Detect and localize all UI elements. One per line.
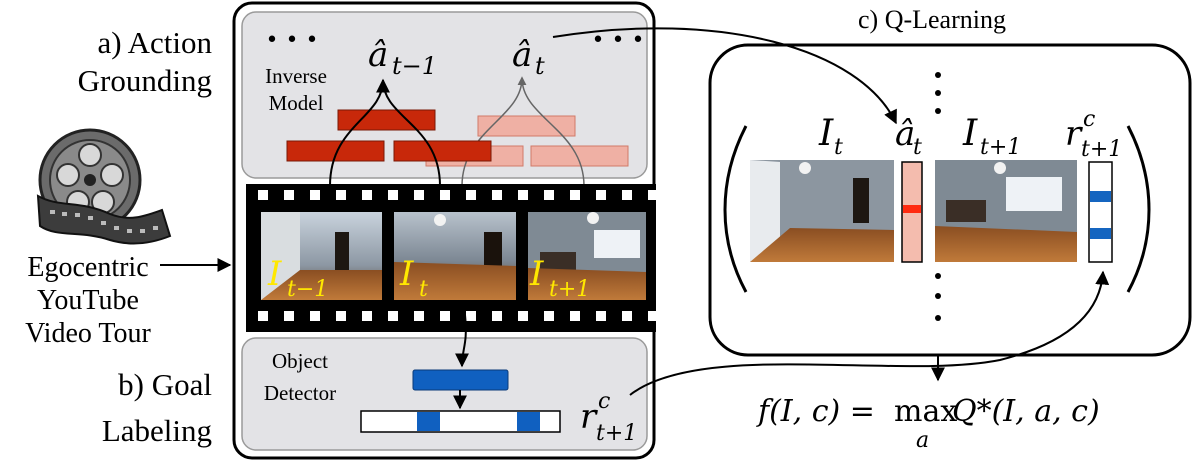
sprocket-hole (492, 190, 502, 200)
sprocket-hole (596, 311, 606, 321)
tuple-reward-vector (1088, 161, 1113, 263)
reward-var: r (580, 397, 598, 437)
sprocket-hole (362, 190, 372, 200)
section-c-title: c) Q-Learning (858, 5, 1006, 34)
sprocket-hole (622, 190, 632, 200)
sprocket-hole (388, 311, 398, 321)
object-detector-block (412, 369, 509, 391)
tuple-close-paren (1126, 125, 1151, 293)
object-detector-label-line2: Detector (264, 381, 336, 405)
source-line3: Video Tour (25, 318, 151, 349)
tuple-image-current (750, 160, 894, 262)
film-strip: I t−1 I t I t+1 (246, 184, 658, 332)
sprocket-hole (544, 311, 554, 321)
sprocket-hole (596, 190, 606, 200)
sprocket-hole (570, 190, 580, 200)
sprocket-hole (492, 311, 502, 321)
inverse-model-label-line2: Model (269, 91, 324, 115)
ellipsis-right: • • • (592, 28, 645, 53)
inverse-model-label-line1: Inverse (265, 64, 327, 88)
sprocket-hole (284, 311, 294, 321)
sprocket-hole (336, 190, 346, 200)
ellipsis-left: • • • (266, 28, 319, 53)
sprocket-hole (414, 311, 424, 321)
video-frame-next (528, 212, 646, 300)
frame-label-current-subscript: t (419, 277, 428, 302)
action-current: â (512, 35, 532, 75)
frame-to-detector-arrow (455, 314, 470, 368)
formula-rhs: Q*(I, a, c) (952, 394, 1100, 429)
formula-max: max (894, 394, 957, 429)
frame-label-next-subscript: t+1 (549, 277, 590, 302)
sprocket-hole (544, 190, 554, 200)
sprocket-hole (310, 311, 320, 321)
section-a-label-line1: a) Action (98, 25, 213, 60)
film-reel-icon (36, 128, 172, 245)
tuple-reward-subscript: t+1 (1081, 137, 1122, 162)
reward-subscript: t+1 (596, 421, 637, 446)
formula-max-subscript: a (916, 428, 929, 453)
tuple-I-t: I (818, 113, 834, 154)
sprocket-hole (284, 190, 294, 200)
sprocket-hole (570, 311, 580, 321)
tuple-action-vector (901, 161, 923, 263)
sprocket-hole (518, 190, 528, 200)
policy-formula: f(I, c) = max a Q*(I, a, c) (756, 394, 1100, 453)
tuple-open-paren (723, 125, 748, 293)
action-to-tuple-arrow (552, 27, 897, 125)
formula-lhs: f(I, c) = (756, 394, 875, 429)
frame-label-next: I (529, 254, 544, 294)
vertical-dots (935, 72, 941, 321)
video-frame-prev (261, 212, 382, 300)
sprocket-hole (440, 311, 450, 321)
tuple-a-t-subscript: t (913, 135, 922, 160)
frame-label-current: I (399, 254, 414, 294)
sprocket-hole (310, 190, 320, 200)
tuple-I-t-subscript: t (834, 135, 843, 160)
sprocket-hole (648, 311, 658, 321)
action-current-subscript: t (535, 52, 545, 80)
object-detector-label-line1: Object (272, 349, 328, 373)
action-prev: â (368, 35, 388, 75)
section-b-label-line2: Labeling (102, 413, 212, 448)
section-b-label-line1: b) Goal (118, 367, 212, 402)
goal-label-vector (360, 410, 561, 433)
sprocket-hole (414, 190, 424, 200)
sprocket-hole (466, 190, 476, 200)
tuple-a-t: â (895, 114, 915, 154)
tuple-image-next (935, 160, 1077, 262)
tuple-reward-superscript: c (1083, 107, 1095, 132)
video-frame-current (394, 212, 516, 300)
reward-to-tuple-arrow (629, 270, 1110, 396)
sprocket-hole (518, 311, 528, 321)
sprocket-hole (466, 311, 476, 321)
frame-label-prev: I (267, 254, 282, 294)
tuple-reward: r (1065, 114, 1083, 154)
sprocket-hole (258, 311, 268, 321)
sprocket-hole (362, 311, 372, 321)
sprocket-hole (648, 190, 658, 200)
sprocket-hole (622, 311, 632, 321)
tuple-I-t1-subscript: t+1 (980, 135, 1021, 160)
action-prev-subscript: t−1 (392, 52, 437, 80)
inverse-model-current (286, 78, 492, 187)
reward-superscript: c (598, 389, 610, 414)
tuple-I-t1: I (962, 113, 978, 154)
sprocket-hole (336, 311, 346, 321)
source-line2: YouTube (37, 285, 139, 316)
sprocket-hole (258, 190, 268, 200)
source-line1: Egocentric (27, 252, 148, 283)
section-a-label-line2: Grounding (78, 63, 212, 98)
frame-label-prev-subscript: t−1 (287, 277, 328, 302)
sprocket-hole (388, 190, 398, 200)
sprocket-hole (440, 190, 450, 200)
